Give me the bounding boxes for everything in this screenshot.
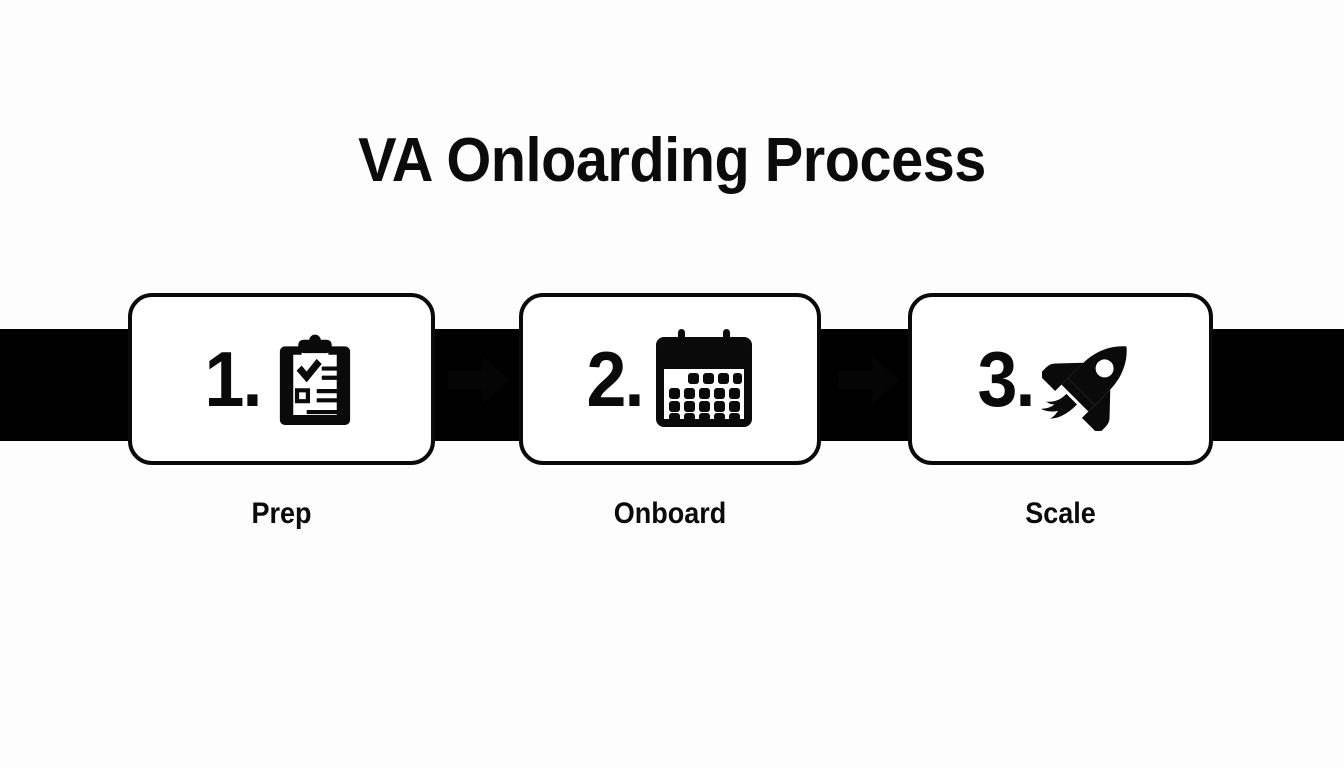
arrow-right-icon-2 [836, 352, 902, 408]
calendar-icon [652, 327, 756, 431]
step-card-2[interactable]: 2. [519, 293, 821, 465]
step-card-1[interactable]: 1. [128, 293, 435, 465]
arrow-right-icon-1 [446, 352, 512, 408]
rocket-icon [1042, 327, 1146, 431]
step-label-scale: Scale [1025, 497, 1096, 530]
clipboard-checklist-icon [269, 333, 361, 425]
step-label-onboard: Onboard [613, 497, 727, 530]
step-number-1: 1. [204, 335, 262, 423]
step-number-2: 2. [586, 335, 645, 423]
step-label-prep: Prep [251, 497, 312, 530]
step-card-3[interactable]: 3. [908, 293, 1213, 465]
page-title: VA Onloarding Process [358, 126, 986, 195]
step-number-3: 3. [977, 335, 1035, 423]
